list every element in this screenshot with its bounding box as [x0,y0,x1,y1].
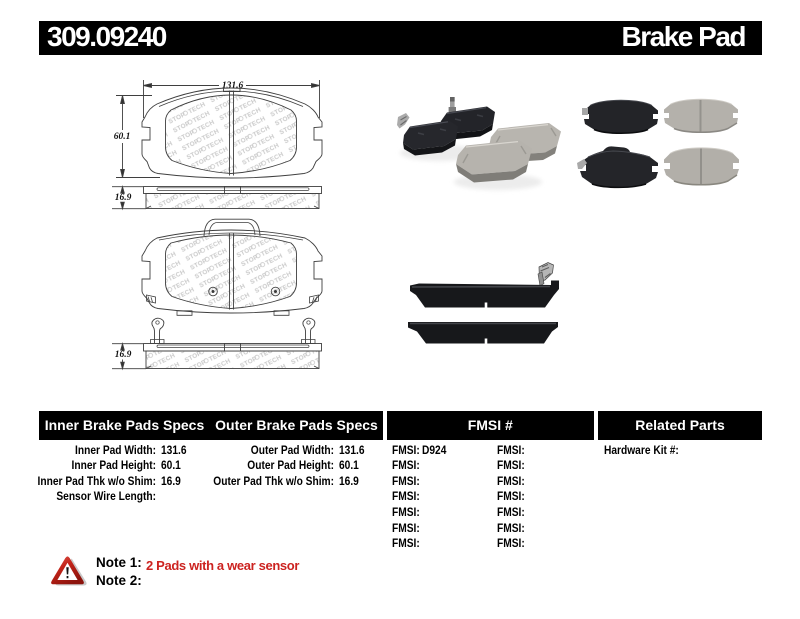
svg-text:131.6: 131.6 [222,81,244,91]
svg-text:60.1: 60.1 [114,132,131,142]
svg-text:16.9: 16.9 [115,193,132,203]
svg-text:16.9: 16.9 [115,350,132,360]
